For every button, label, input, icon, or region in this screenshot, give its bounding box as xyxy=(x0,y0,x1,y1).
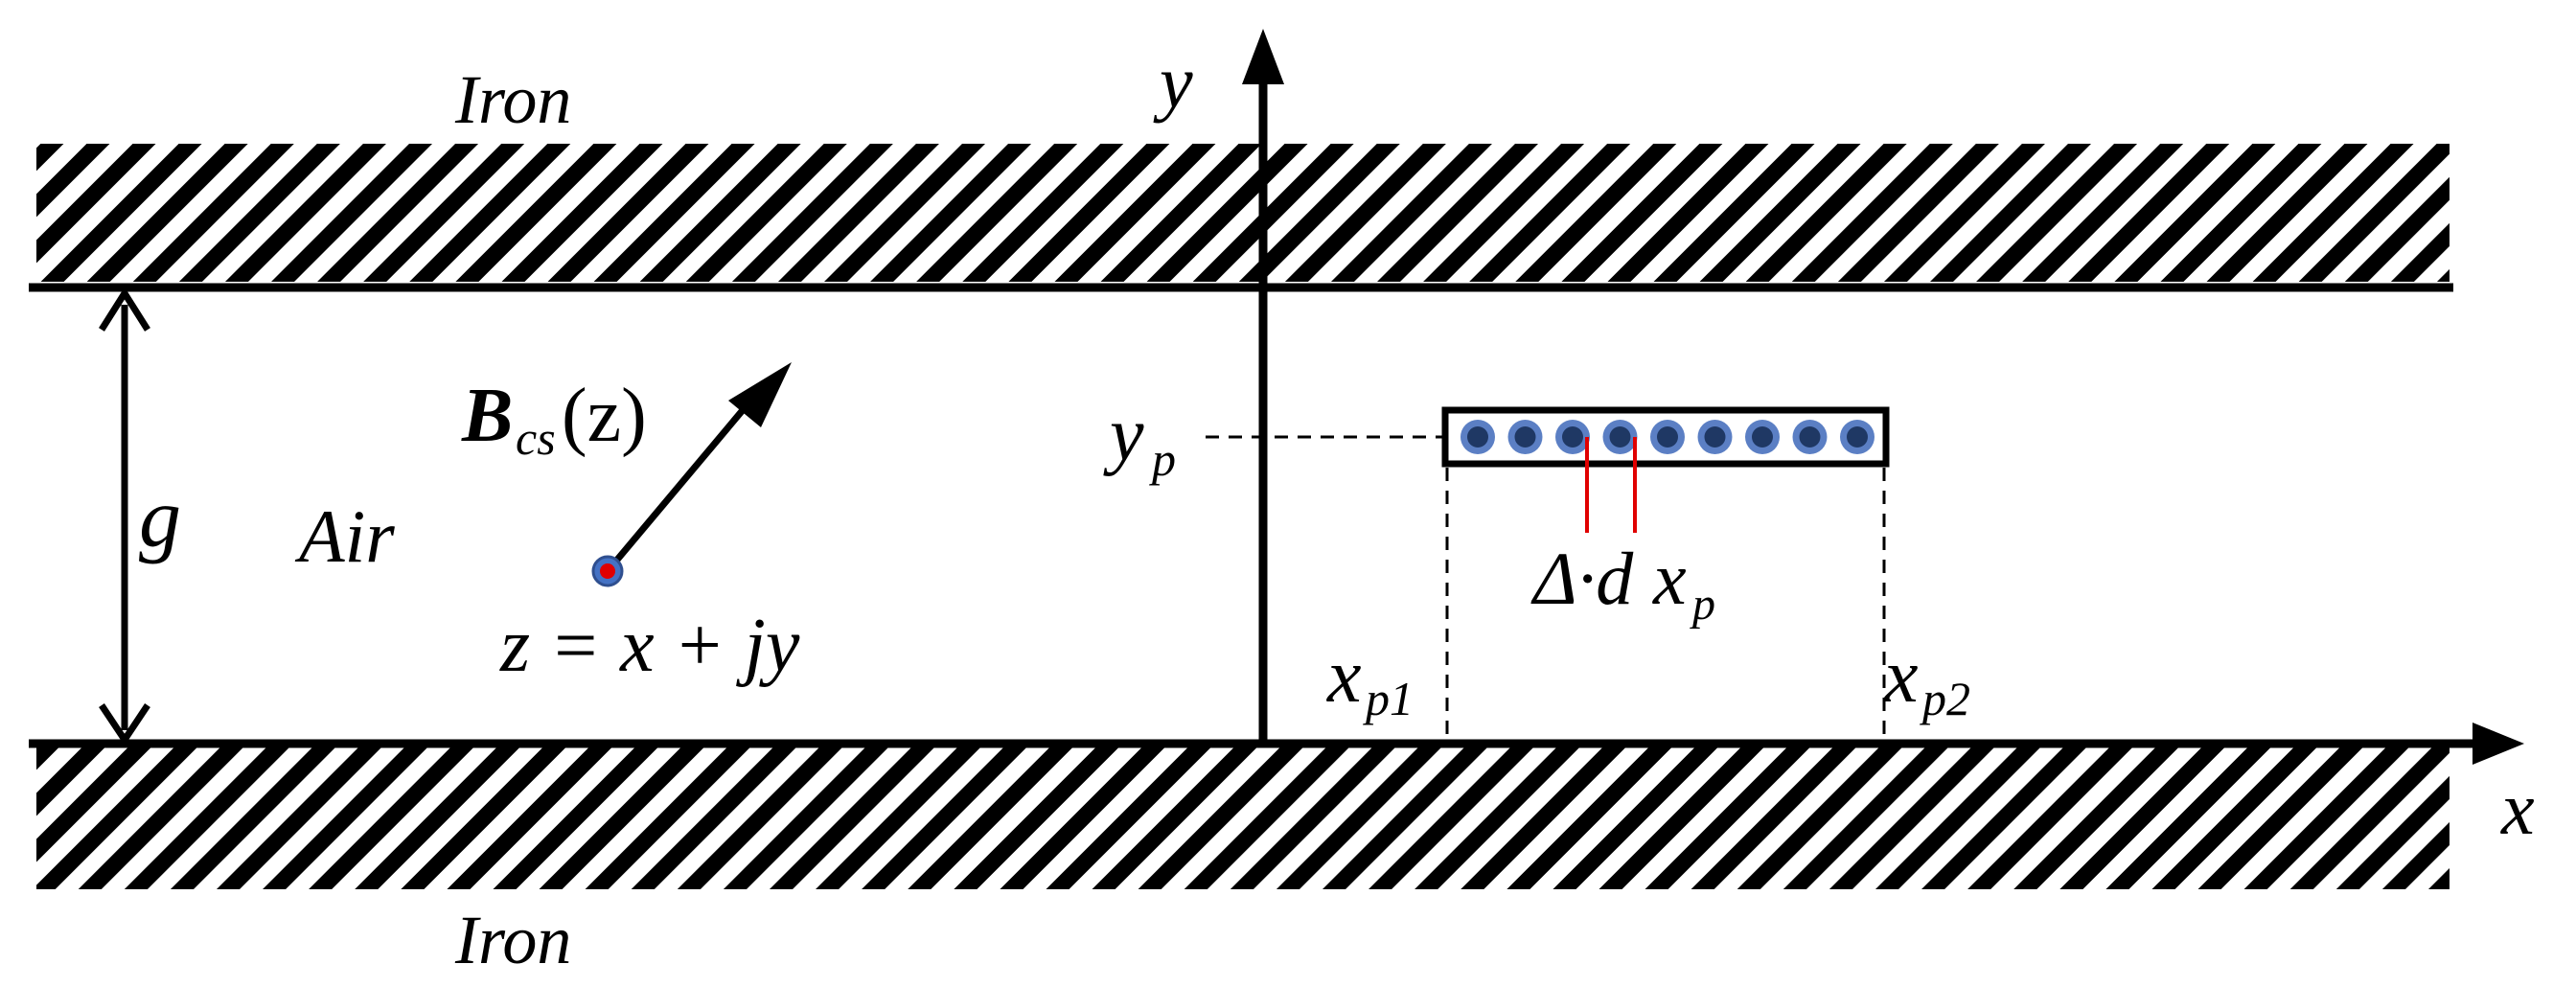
iron-top-label: Iron xyxy=(454,61,571,138)
conductor-core-7 xyxy=(1752,426,1773,448)
x-axis-label: x xyxy=(2500,767,2535,850)
xp2-sub: p2 xyxy=(1920,672,1970,725)
iron-bottom-label: Iron xyxy=(454,902,571,978)
conductor-group xyxy=(1460,420,1874,454)
yp-main: y xyxy=(1103,393,1144,477)
observation-point-center xyxy=(600,563,615,579)
conductor-core-5 xyxy=(1657,426,1678,448)
gap-arrowhead-bottom xyxy=(99,703,150,746)
conductor-core-8 xyxy=(1799,426,1821,448)
delta-main: x xyxy=(1652,537,1687,620)
field-vector-arrowhead xyxy=(728,362,792,427)
conductor-core-3 xyxy=(1562,426,1583,448)
xp2-label: x p2 xyxy=(1883,634,1970,725)
field-vector-shaft xyxy=(605,402,750,574)
gap-arrowhead-top xyxy=(99,287,150,332)
iron-top-region xyxy=(36,144,2450,282)
field-subscript: cs xyxy=(516,411,556,465)
delta-label: Δ·d x p xyxy=(1530,537,1715,630)
conductor-core-9 xyxy=(1847,426,1868,448)
field-symbol: B xyxy=(461,374,513,458)
air-label: Air xyxy=(294,494,395,578)
field-label: B cs (z) xyxy=(461,374,647,465)
iron-bottom-region xyxy=(36,747,2450,889)
conductor-core-1 xyxy=(1467,426,1488,448)
x-axis-arrowhead xyxy=(2472,723,2524,765)
conductor-core-4 xyxy=(1609,426,1631,448)
yp-sub: p xyxy=(1149,432,1176,486)
gap-label: g xyxy=(139,472,181,565)
xp2-main: x xyxy=(1883,634,1919,719)
xp1-main: x xyxy=(1326,634,1362,719)
delta-prefix: Δ·d xyxy=(1530,537,1634,620)
conductor-core-2 xyxy=(1514,426,1536,448)
delta-sub: p xyxy=(1690,579,1715,630)
xp1-label: x p1 xyxy=(1326,634,1414,725)
y-axis-arrowhead xyxy=(1242,29,1284,84)
y-axis-label: y xyxy=(1153,40,1193,124)
xp1-sub: p1 xyxy=(1363,672,1414,725)
point-equation: z = x + jy xyxy=(499,604,800,688)
conductor-core-6 xyxy=(1704,426,1726,448)
field-argument: (z) xyxy=(562,374,647,458)
yp-label: y p xyxy=(1103,393,1176,486)
